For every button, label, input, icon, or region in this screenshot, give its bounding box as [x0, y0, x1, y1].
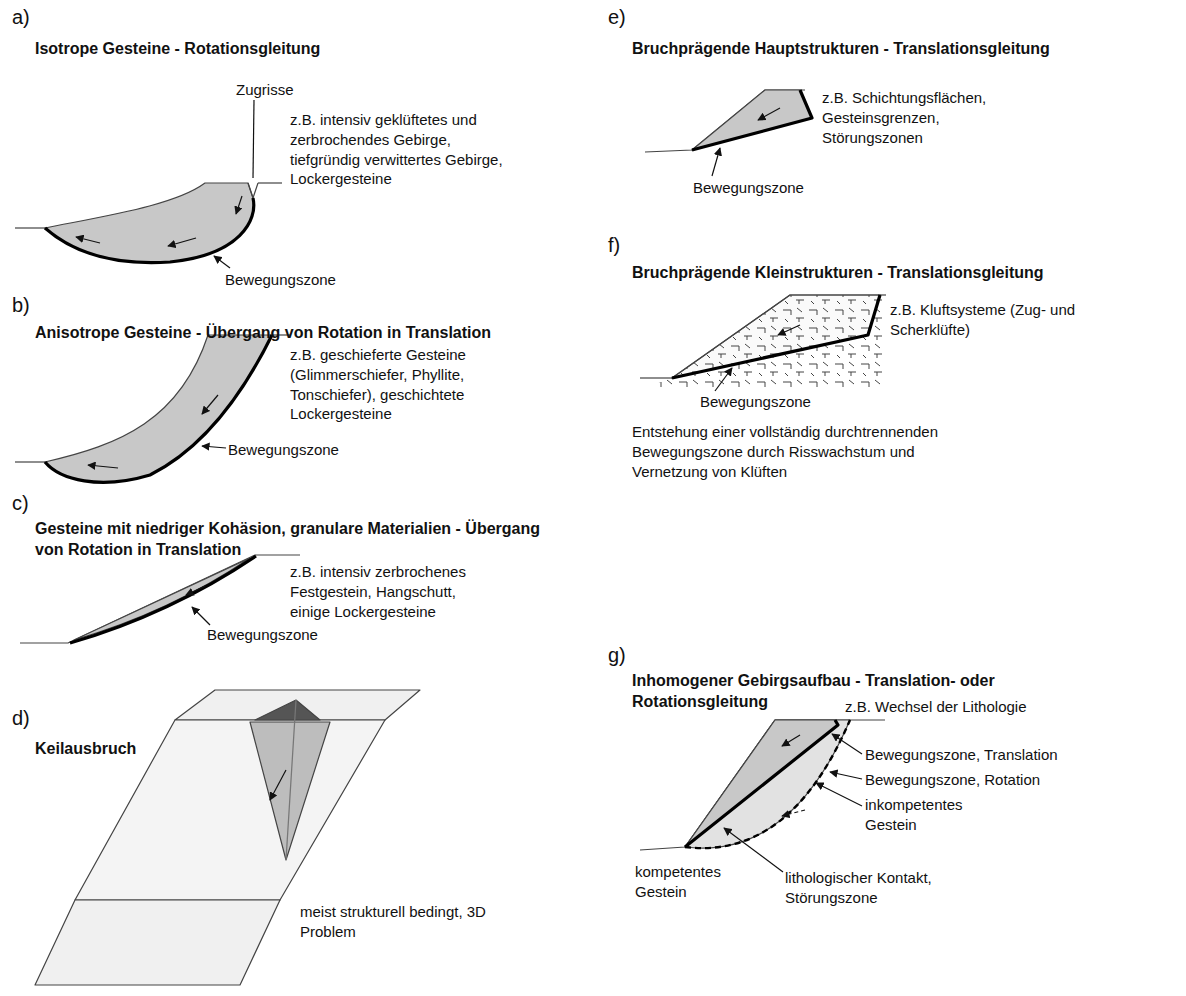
- part-letter: c): [12, 490, 29, 516]
- explanation-note: Entstehung einer vollständig durchtrenne…: [632, 422, 974, 481]
- leader-label: inkompetentes Gestein: [865, 795, 980, 835]
- example-note: z.B. geschieferte Gesteine (Glimmerschie…: [290, 345, 515, 424]
- leader-label: Bewegungszone, Translation: [865, 745, 1058, 765]
- part-letter: b): [12, 292, 30, 318]
- leader-label: Bewegungszone: [207, 625, 318, 645]
- leader-label: Zugrisse: [236, 80, 294, 100]
- leader-label: Bewegungszone: [700, 392, 811, 412]
- leader-label: Bewegungszone: [228, 440, 339, 460]
- part-letter: f): [608, 232, 620, 258]
- panel-heading: Anisotrope Gesteine - Übergang von Rotat…: [35, 322, 491, 343]
- example-note: z.B. Wechsel der Lithologie: [845, 697, 1027, 717]
- panel-heading: Bruchprägende Hauptstrukturen - Translat…: [632, 38, 1050, 59]
- example-note: z.B. intensiv zerbrochenes Festgestein, …: [290, 562, 500, 621]
- example-note: z.B. intensiv geklüftetes und zerbrochen…: [290, 110, 522, 189]
- panel-heading: Keilausbruch: [35, 738, 136, 759]
- leader-label: Bewegungszone, Rotation: [865, 770, 1040, 790]
- leader-label: lithologischer Kontakt, Störungszone: [785, 868, 975, 908]
- part-letter: a): [12, 4, 30, 30]
- panel-heading: Isotrope Gesteine - Rotationsgleitung: [35, 38, 320, 59]
- example-note: z.B. Schichtungsflächen, Gesteinsgrenzen…: [822, 88, 1022, 147]
- leader-label: Bewegungszone: [225, 270, 336, 290]
- example-note: z.B. Kluftsysteme (Zug- und Scherklüfte): [890, 300, 1080, 340]
- panel-heading: Bruchprägende Kleinstrukturen - Translat…: [632, 262, 1044, 283]
- leader-label: kompetentes Gestein: [635, 862, 735, 902]
- example-note: meist strukturell bedingt, 3D Problem: [300, 902, 500, 942]
- leader-label: Bewegungszone: [693, 178, 804, 198]
- part-letter: e): [608, 4, 626, 30]
- part-letter: g): [608, 642, 626, 668]
- part-letter: d): [12, 705, 30, 731]
- panel-heading: Gesteine mit niedriger Kohäsion, granula…: [35, 518, 555, 560]
